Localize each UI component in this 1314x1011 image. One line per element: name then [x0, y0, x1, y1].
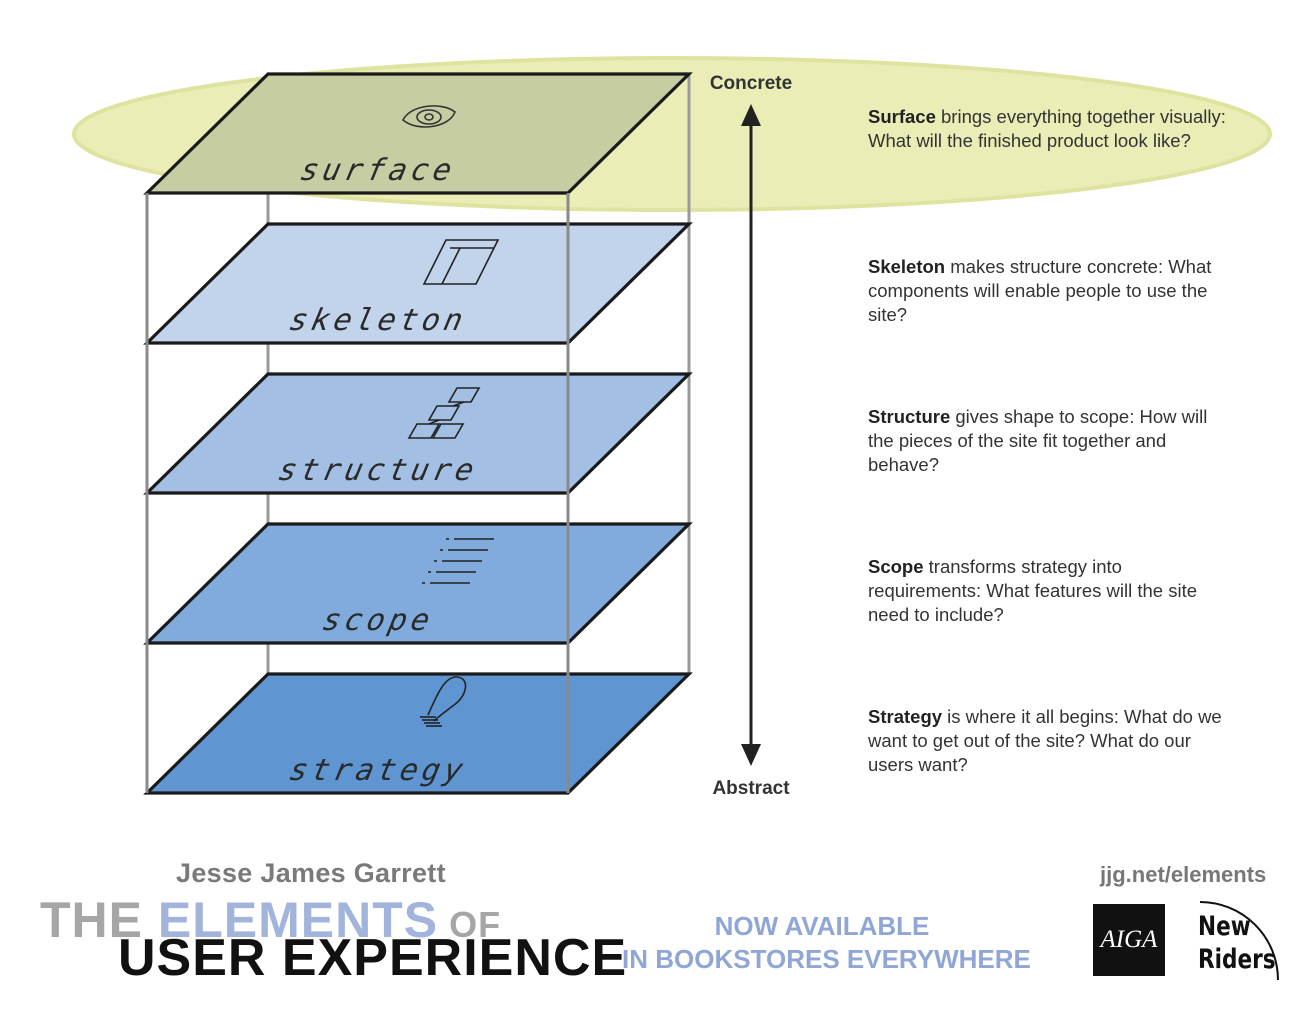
- layer-scope: scope: [143, 522, 693, 645]
- structure-term: Structure: [868, 406, 951, 427]
- scope-text: transforms strategy into requirements: W…: [868, 556, 1198, 625]
- lightbulb-icon: [420, 676, 467, 727]
- new-riders-line-1: New: [1198, 911, 1251, 942]
- structure-text: gives shape to scope: How will the piece…: [868, 406, 1208, 475]
- website-link[interactable]: jjg.net/elements: [1100, 862, 1267, 887]
- layer-label-structure: structure: [275, 453, 481, 488]
- aiga-logo: AIGA: [1093, 904, 1165, 976]
- layer-skeleton: skeleton: [143, 222, 693, 345]
- layer-structure: structure: [143, 372, 693, 495]
- surface-text: brings everything together visually: Wha…: [868, 106, 1226, 151]
- new-riders-wordmark: New Riders: [1198, 910, 1276, 976]
- scope-description: Scope transforms strategy into requireme…: [868, 555, 1228, 627]
- promo-line-1: NOW AVAILABLE: [714, 911, 930, 941]
- surface-term: Surface: [868, 106, 936, 127]
- new-riders-logo: New Riders: [1196, 898, 1282, 984]
- title-elements: ELEMENTS: [157, 892, 439, 948]
- layer-label-strategy: strategy: [286, 753, 470, 788]
- book-title-top: THE ELEMENTS OF: [40, 893, 501, 952]
- promo-text: NOW AVAILABLE IN BOOKSTORES EVERYWHERE: [622, 910, 1031, 976]
- new-riders-arc-icon: [1199, 901, 1279, 981]
- flowchart-icon: [407, 387, 481, 439]
- abstract-label: Abstract: [712, 778, 790, 799]
- layer-label-scope: scope: [319, 603, 437, 638]
- scope-term: Scope: [868, 556, 924, 577]
- layer-strategy: strategy: [143, 672, 693, 795]
- promo-line-2: IN BOOKSTORES EVERYWHERE: [622, 944, 1031, 974]
- aiga-logo-text: AIGA: [1100, 926, 1158, 953]
- layer-stack: surface skeleton structure scope strategy: [143, 72, 693, 795]
- strategy-description: Strategy is where it all begins: What do…: [868, 705, 1228, 777]
- structure-description: Structure gives shape to scope: How will…: [868, 405, 1228, 477]
- list-icon: [422, 538, 494, 584]
- concrete-abstract-arrow: [741, 104, 761, 766]
- book-title-main: USER EXPERIENCE: [118, 929, 628, 987]
- wireframe-icon: [422, 239, 500, 285]
- eye-icon: [402, 105, 456, 128]
- author-name: Jesse James Garrett: [176, 858, 446, 888]
- layer-surface: surface: [143, 72, 693, 195]
- surface-description: Surface brings everything together visua…: [868, 105, 1228, 153]
- skeleton-text: makes structure concrete: What component…: [868, 256, 1212, 325]
- strategy-text: is where it all begins: What do we want …: [868, 706, 1222, 775]
- layer-label-skeleton: skeleton: [286, 303, 470, 338]
- skeleton-description: Skeleton makes structure concrete: What …: [868, 255, 1228, 327]
- frame-front-posts: [145, 193, 570, 793]
- strategy-term: Strategy: [868, 706, 943, 727]
- skeleton-term: Skeleton: [868, 256, 946, 277]
- title-of: OF: [438, 904, 502, 945]
- concrete-label: Concrete: [710, 73, 792, 94]
- title-the: THE: [40, 892, 158, 948]
- new-riders-line-2: Riders: [1198, 944, 1276, 975]
- layer-label-surface: surface: [297, 153, 459, 188]
